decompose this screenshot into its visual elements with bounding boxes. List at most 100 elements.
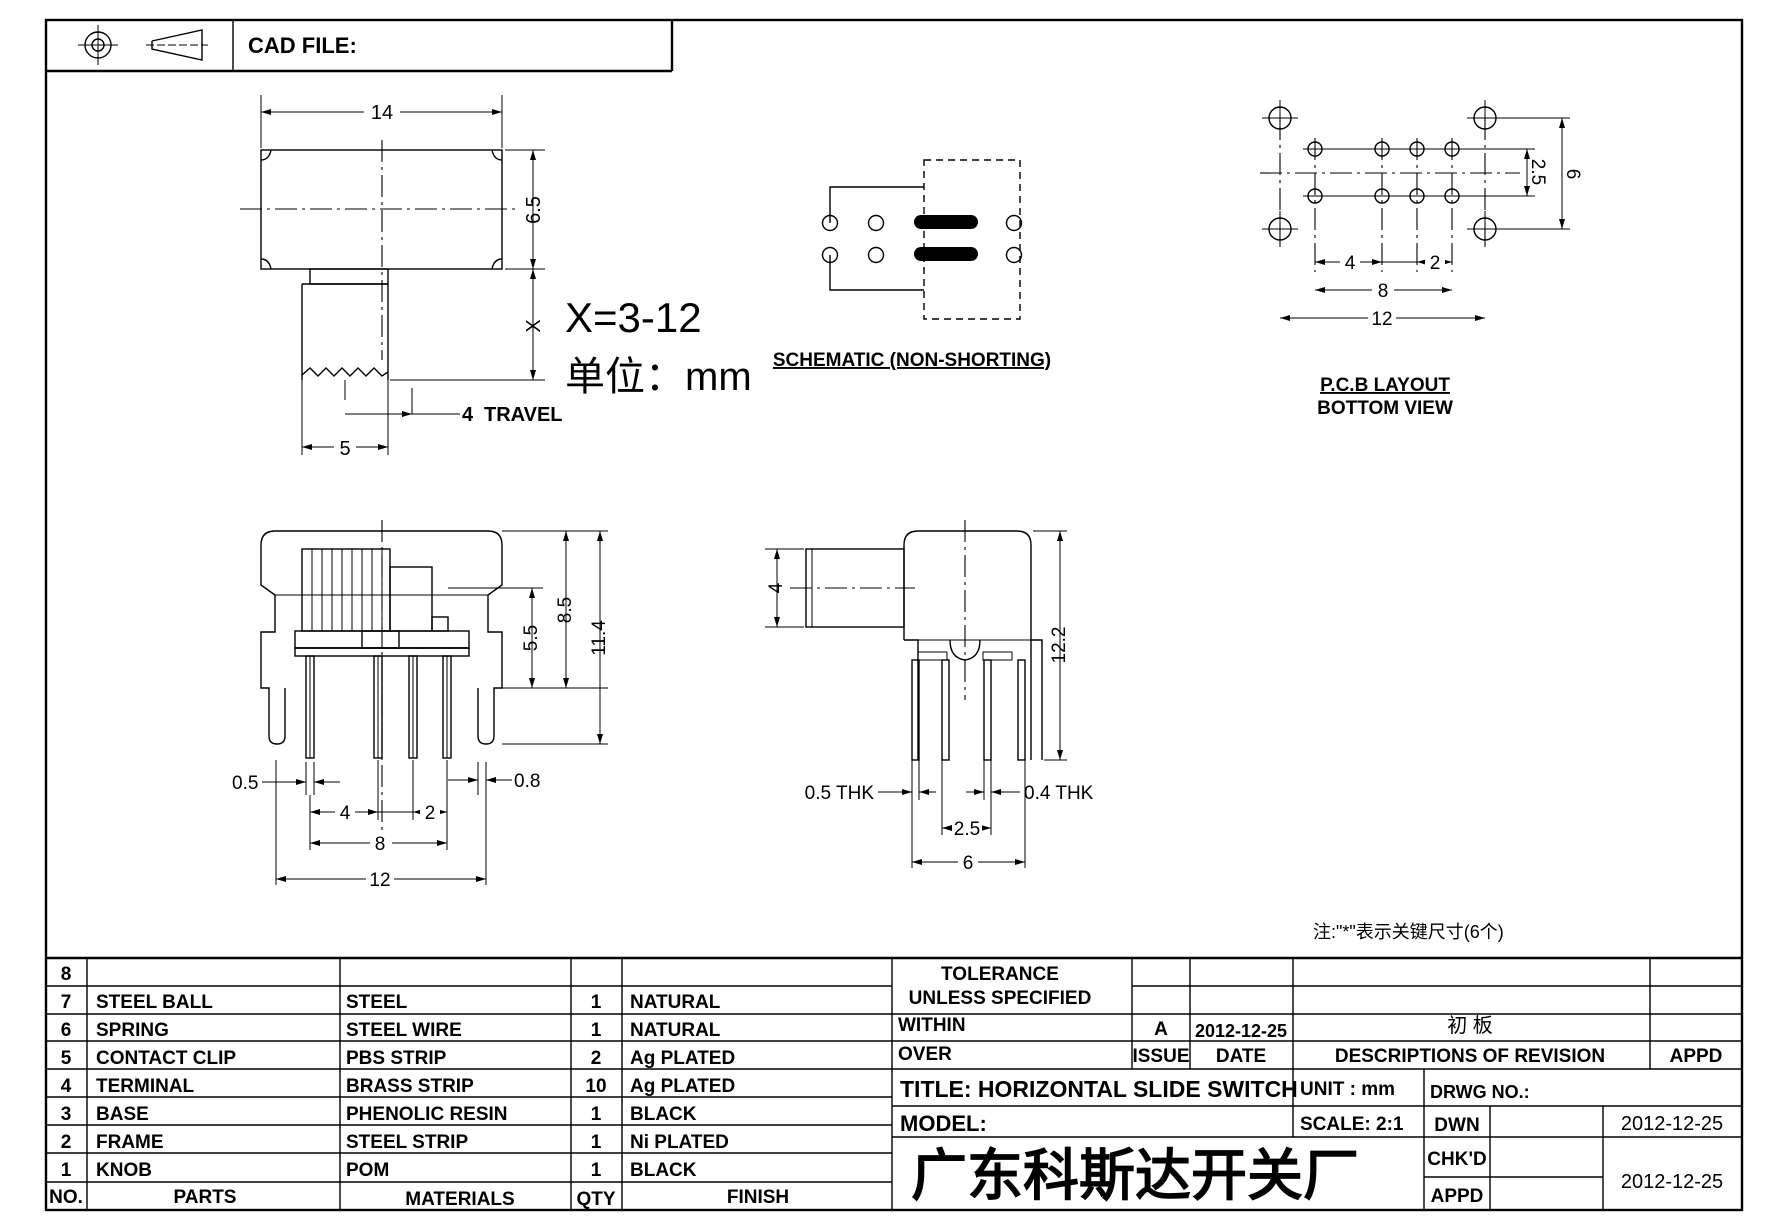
schematic: SCHEMATIC (NON-SHORTING) [773,159,1051,371]
dim-width-14: 14 [371,102,393,124]
scale-label: SCALE: 2:1 [1300,1114,1404,1135]
bom-cell-qty: 1 [591,1160,602,1181]
dim-height-6.5: 6.5 [523,196,545,224]
dim-travel-4: 4 [462,404,474,426]
bom-cell-qty: 10 [585,1076,606,1097]
travel-label: TRAVEL [484,404,563,426]
pcb-dim-4: 4 [1345,253,1356,274]
key-dimension-note: 注:"*"表示关键尺寸(6个) [1313,922,1504,942]
front-dim-11.4: 11.4 [589,620,610,656]
appd-row-label: APPD [1431,1186,1484,1207]
pcb-dim-2.5: 2.5 [1527,159,1548,185]
dim-x: X [523,319,545,332]
drwg-no-label: DRWG NO.: [1430,1082,1530,1102]
bom-cell-qty: 1 [591,992,602,1013]
date-label: DATE [1216,1046,1266,1067]
bom-cell-finish: NATURAL [630,1020,721,1041]
unit-label: UNIT : mm [1300,1079,1395,1100]
revision-date: 2012-12-25 [1195,1021,1287,1041]
crosshair-circle-icon [78,25,118,65]
over-label: OVER [898,1044,952,1065]
bom-cell-part: FRAME [96,1132,164,1153]
front-dim-4: 4 [340,803,351,824]
pcb-dim-12: 12 [1371,309,1392,330]
chkd-date: 2012-12-25 [1621,1171,1723,1193]
side-dim-0.4-thk: 0.4 THK [1024,783,1094,804]
bom-cell-no: 3 [61,1104,72,1125]
front-dim-5.5: 5.5 [521,625,542,651]
front-dim-0.5: 0.5 [232,773,258,794]
bom-cell-material: STEEL STRIP [346,1132,468,1153]
bom-header-qty: QTY [576,1189,615,1210]
chkd-label: CHK'D [1427,1149,1486,1170]
bom-row: 1 KNOB POM 1 BLACK [61,1160,697,1181]
company-name: 广东科斯达开关厂 [911,1144,1359,1207]
bom-cell-material: BRASS STRIP [346,1076,474,1097]
bom-row: 3 BASE PHENOLIC RESIN 1 BLACK [61,1104,697,1125]
bom-header-no: NO. [49,1187,83,1208]
unit-note: 单位：mm [565,355,752,399]
bom-cell-part: KNOB [96,1160,152,1181]
within-label: WITHIN [898,1015,966,1036]
side-dim-2.5: 2.5 [954,819,980,840]
bom-cell-qty: 1 [591,1020,602,1041]
pcb-label-line2: BOTTOM VIEW [1317,398,1453,419]
bom-row: 8 [61,964,72,985]
bom-cell-no: 1 [61,1160,72,1181]
side-view: 4 12.2 0.5 THK 0.4 THK 2.5 6 [765,520,1094,874]
bom-cell-qty: 1 [591,1104,602,1125]
bom-cell-finish: BLACK [630,1104,697,1125]
bom-cell-part: STEEL BALL [96,992,213,1013]
revision-issue: A [1154,1019,1168,1040]
bom-cell-no: 2 [61,1132,72,1153]
bom-cell-qty: 1 [591,1132,602,1153]
drawing-title: TITLE: HORIZONTAL SLIDE SWITCH [900,1076,1298,1102]
bom-cell-no: 7 [61,992,72,1013]
bom-cell-part: SPRING [96,1020,169,1041]
front-dim-2: 2 [425,803,436,824]
bom-cell-no: 8 [61,964,72,985]
bom-cell-finish: Ag PLATED [630,1048,735,1069]
bom-cell-finish: Ni PLATED [630,1132,729,1153]
bom-cell-material: STEEL WIRE [346,1020,462,1041]
pcb-dim-6: 6 [1562,169,1583,180]
description-label: DESCRIPTIONS OF REVISION [1335,1046,1605,1067]
bom-row: 7 STEEL BALL STEEL 1 NATURAL [61,992,721,1013]
bom-cell-part: CONTACT CLIP [96,1048,236,1069]
issue-label: ISSUE [1132,1046,1189,1067]
front-dim-8: 8 [375,834,386,855]
tolerance-line1: TOLERANCE [941,964,1059,985]
schematic-label: SCHEMATIC (NON-SHORTING) [773,350,1051,371]
revision-description: 初 板 [1447,1014,1493,1037]
bom-header-finish: FINISH [727,1187,789,1208]
bom-cell-material: PHENOLIC RESIN [346,1104,508,1125]
front-dim-8.5: 8.5 [555,597,576,623]
bom-cell-material: PBS STRIP [346,1048,447,1069]
bom-cell-qty: 2 [591,1048,602,1069]
bom-cell-material: POM [346,1160,389,1181]
pcb-label-line1: P.C.B LAYOUT [1320,375,1450,396]
bom-header-parts: PARTS [174,1187,237,1208]
bom-cell-finish: Ag PLATED [630,1076,735,1097]
bom-row: 2 FRAME STEEL STRIP 1 Ni PLATED [61,1132,729,1153]
pcb-dim-8: 8 [1378,281,1389,302]
side-dim-12.2: 12.2 [1049,627,1070,664]
bom-cell-finish: NATURAL [630,992,721,1013]
bom-cell-part: BASE [96,1104,149,1125]
bom-cell-no: 4 [61,1076,72,1097]
front-dim-12: 12 [369,870,390,891]
dwn-label: DWN [1434,1115,1479,1136]
bom-cell-finish: BLACK [630,1160,697,1181]
side-dim-4: 4 [766,582,787,593]
bom-cell-no: 5 [61,1048,72,1069]
dwn-date: 2012-12-25 [1621,1113,1723,1135]
dim-knob-width-5: 5 [339,438,350,460]
bom-row: 5 CONTACT CLIP PBS STRIP 2 Ag PLATED [61,1048,735,1069]
bom-cell-material: STEEL [346,992,408,1013]
front-dim-0.8: 0.8 [514,771,540,792]
x-range-label: X=3-12 [565,294,702,341]
